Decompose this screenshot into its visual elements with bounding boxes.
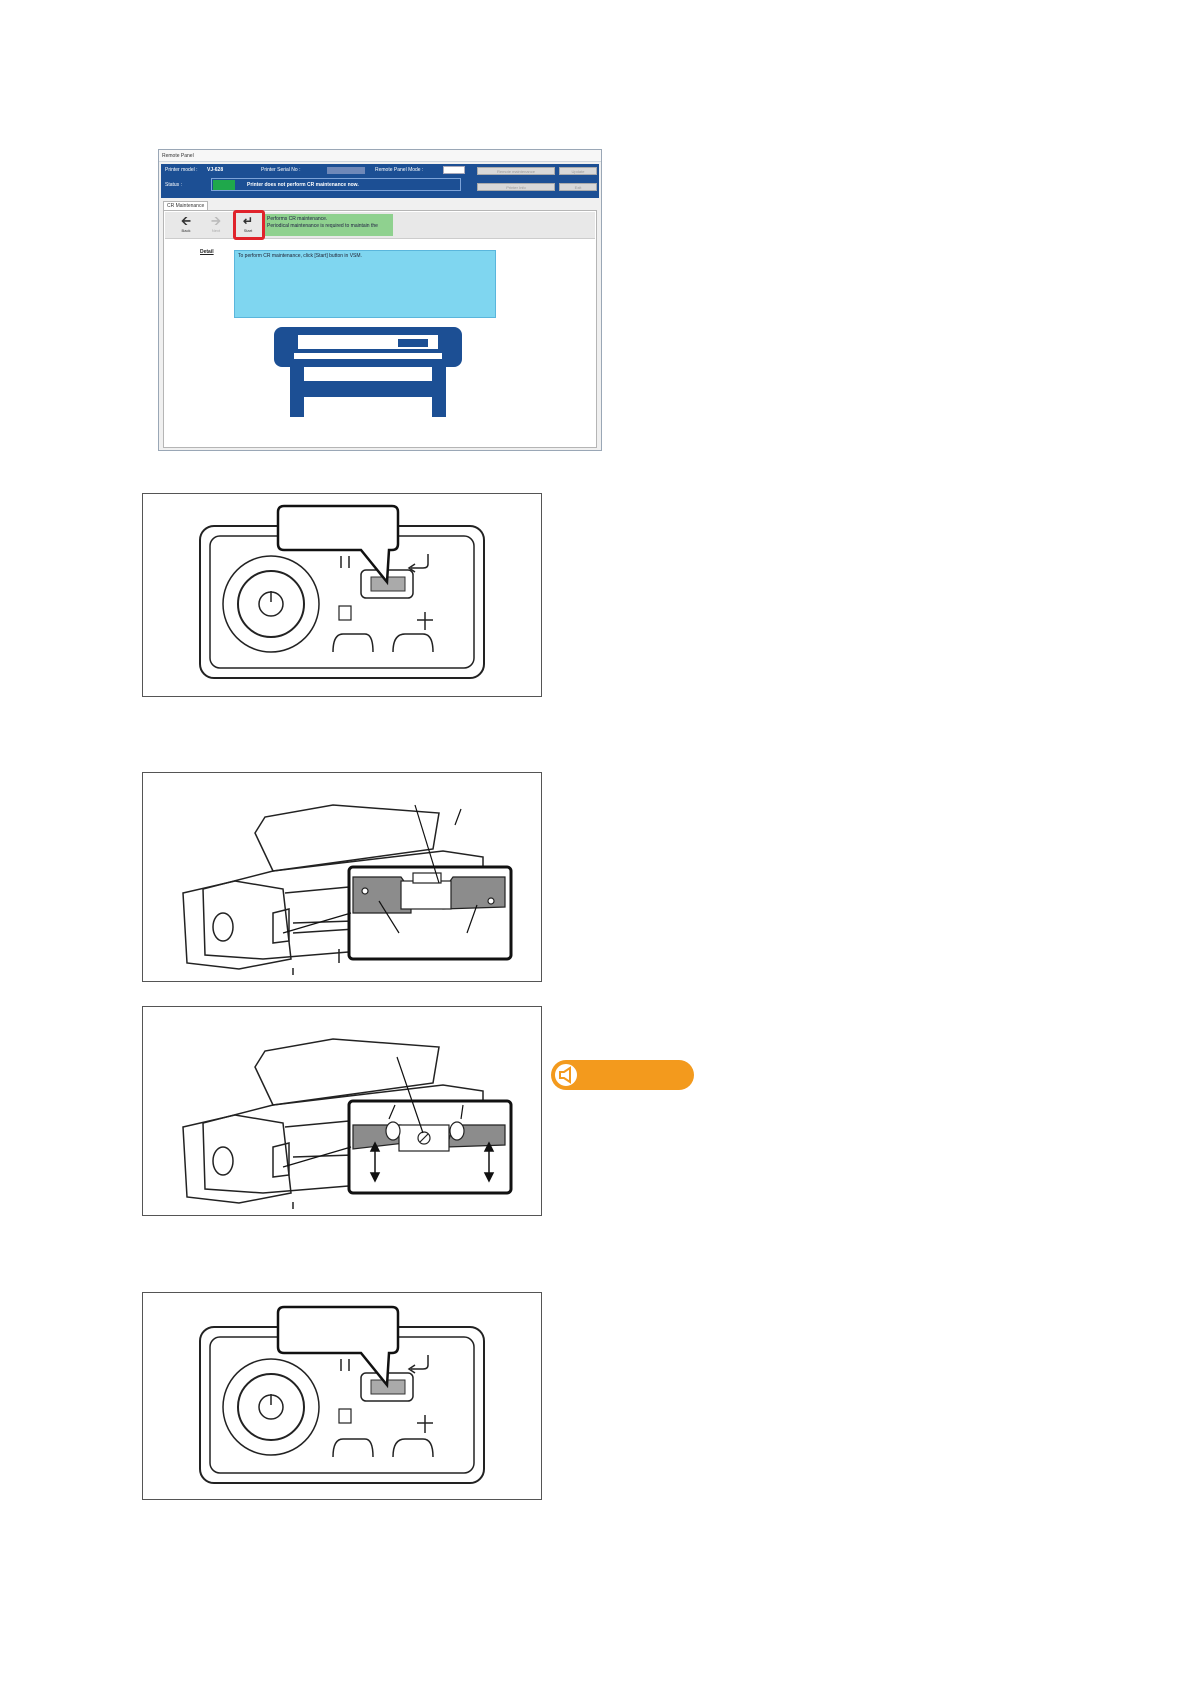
update-button[interactable]: Update bbox=[559, 167, 597, 175]
cr-maintenance-panel: 🡨 Back 🡪 Next ↵ Start Performs CR mainte… bbox=[163, 210, 597, 448]
back-button[interactable]: 🡨 Back bbox=[175, 214, 197, 236]
enter-arrow-icon: ↵ bbox=[242, 214, 254, 228]
printer-model-value: VJ-628 bbox=[207, 167, 224, 173]
guidance-line-1: Performs CR maintenance. bbox=[267, 216, 328, 222]
guidance-message: Performs CR maintenance. Periodical main… bbox=[265, 214, 393, 236]
toolbar: 🡨 Back 🡪 Next ↵ Start Performs CR mainte… bbox=[165, 210, 595, 240]
next-button[interactable]: 🡪 Next bbox=[205, 214, 227, 236]
window-title: Remote Panel bbox=[159, 150, 601, 162]
status-lamp bbox=[213, 180, 235, 190]
back-arrow-icon: 🡨 bbox=[181, 214, 191, 228]
detail-text: To perform CR maintenance, click [Start]… bbox=[234, 250, 496, 318]
serial-value-redacted bbox=[327, 167, 365, 174]
callout-bubble bbox=[276, 1305, 400, 1389]
printer-info-button[interactable]: Printer Info bbox=[477, 183, 555, 191]
printer-carriage-icon bbox=[182, 804, 513, 975]
tab-cr-maintenance[interactable]: CR Maintenance bbox=[163, 201, 209, 211]
remote-maintenance-button[interactable]: Remote maintenance bbox=[477, 167, 555, 175]
start-label: Start bbox=[243, 228, 253, 233]
start-highlight bbox=[233, 210, 265, 240]
guidance-line-2: Periodical maintenance is required to ma… bbox=[267, 223, 378, 229]
next-arrow-icon: 🡪 bbox=[211, 214, 221, 228]
carriage-figure-1 bbox=[142, 772, 542, 982]
next-label: Next bbox=[211, 228, 221, 233]
operation-panel-figure-1 bbox=[142, 493, 542, 697]
speaker-icon bbox=[559, 1066, 571, 1084]
operation-panel-icon bbox=[199, 504, 485, 679]
status-bar bbox=[211, 178, 461, 191]
mode-label: Remote Panel Mode : bbox=[375, 167, 424, 173]
caution-icon-circle bbox=[553, 1062, 579, 1088]
remote-panel-window: Remote Panel Printer model : VJ-628 Prin… bbox=[158, 149, 602, 451]
operation-panel-figure-2 bbox=[142, 1292, 542, 1500]
carriage-figure-2 bbox=[142, 1006, 542, 1216]
mode-field[interactable] bbox=[443, 166, 465, 174]
status-label: Status : bbox=[165, 182, 182, 188]
panel-header: Printer model : VJ-628 Printer Serial No… bbox=[161, 164, 599, 198]
printer-model-label: Printer model : bbox=[165, 167, 198, 173]
operation-panel-icon bbox=[199, 1305, 485, 1484]
start-button[interactable]: ↵ Start bbox=[237, 214, 259, 236]
serial-label: Printer Serial No : bbox=[261, 167, 301, 173]
caution-tag bbox=[551, 1060, 694, 1090]
status-text: Printer does not perform CR maintenance … bbox=[247, 182, 359, 188]
back-label: Back bbox=[181, 228, 191, 233]
exit-button[interactable]: Exit bbox=[559, 183, 597, 191]
printer-illustration bbox=[274, 327, 462, 417]
callout-bubble bbox=[276, 504, 400, 586]
printer-carriage-lever-icon bbox=[182, 1038, 513, 1209]
detail-label: Detail bbox=[200, 249, 214, 255]
